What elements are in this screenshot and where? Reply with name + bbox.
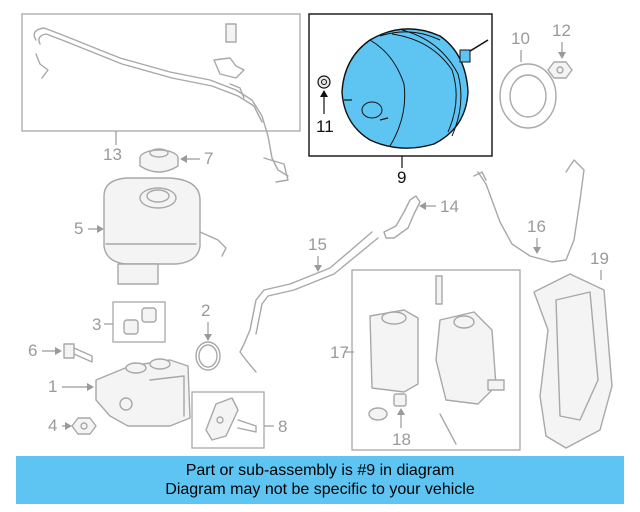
part-13-box (21, 13, 301, 132)
part-15-vacuum-tube (239, 231, 379, 373)
part-17-box (351, 269, 521, 451)
part-19-heat-shield (533, 273, 613, 449)
callout-17: 17 (330, 343, 349, 362)
part-5-fluid-reservoir (103, 177, 227, 285)
callout-7: 7 (204, 149, 213, 168)
part-3-grommets (123, 307, 157, 335)
callout-11: 11 (316, 117, 334, 136)
banner-line-2: Diagram may not be specific to your vehi… (165, 481, 475, 498)
part-9-box (308, 13, 493, 157)
part-3-box (112, 301, 166, 343)
part-1-master-cylinder (95, 358, 191, 427)
callout-1: 1 (48, 377, 57, 396)
part-6-bolt (63, 343, 93, 363)
part-2-o-ring (195, 341, 221, 371)
callout-5: 5 (74, 219, 83, 238)
callout-4: 4 (48, 416, 57, 435)
callout-14: 14 (440, 197, 459, 216)
callout-15: 15 (308, 235, 327, 254)
callout-13: 13 (103, 145, 122, 164)
part-7-reservoir-cap (139, 148, 179, 173)
part-13-brake-line-assembly (21, 13, 301, 183)
callout-9: 9 (397, 168, 406, 187)
part-16-brake-line (473, 159, 585, 263)
banner-line-1: Part or sub-assembly is #9 in diagram (185, 462, 455, 479)
callout-16: 16 (527, 217, 546, 236)
part-8-box (191, 391, 265, 449)
callout-18: 18 (392, 430, 411, 449)
part-14-hose (383, 195, 421, 239)
part-4-nut (71, 417, 97, 435)
callout-6: 6 (28, 341, 37, 360)
part-8-bracket (205, 397, 257, 441)
part-11-grommet (317, 75, 331, 89)
part-18-plug (368, 393, 407, 421)
part-12-nut (547, 61, 573, 79)
callout-3: 3 (92, 315, 101, 334)
callout-2: 2 (201, 301, 210, 320)
bolt (225, 23, 237, 43)
part-17-abs-unit (369, 275, 505, 445)
part-10-gasket (499, 63, 557, 129)
callout-10: 10 (511, 29, 530, 48)
part-9-brake-booster[interactable] (341, 28, 489, 149)
callout-12: 12 (552, 21, 571, 40)
info-banner: Part or sub-assembly is #9 in diagram Di… (16, 456, 624, 504)
callout-8: 8 (278, 417, 287, 436)
callout-19: 19 (590, 249, 609, 268)
